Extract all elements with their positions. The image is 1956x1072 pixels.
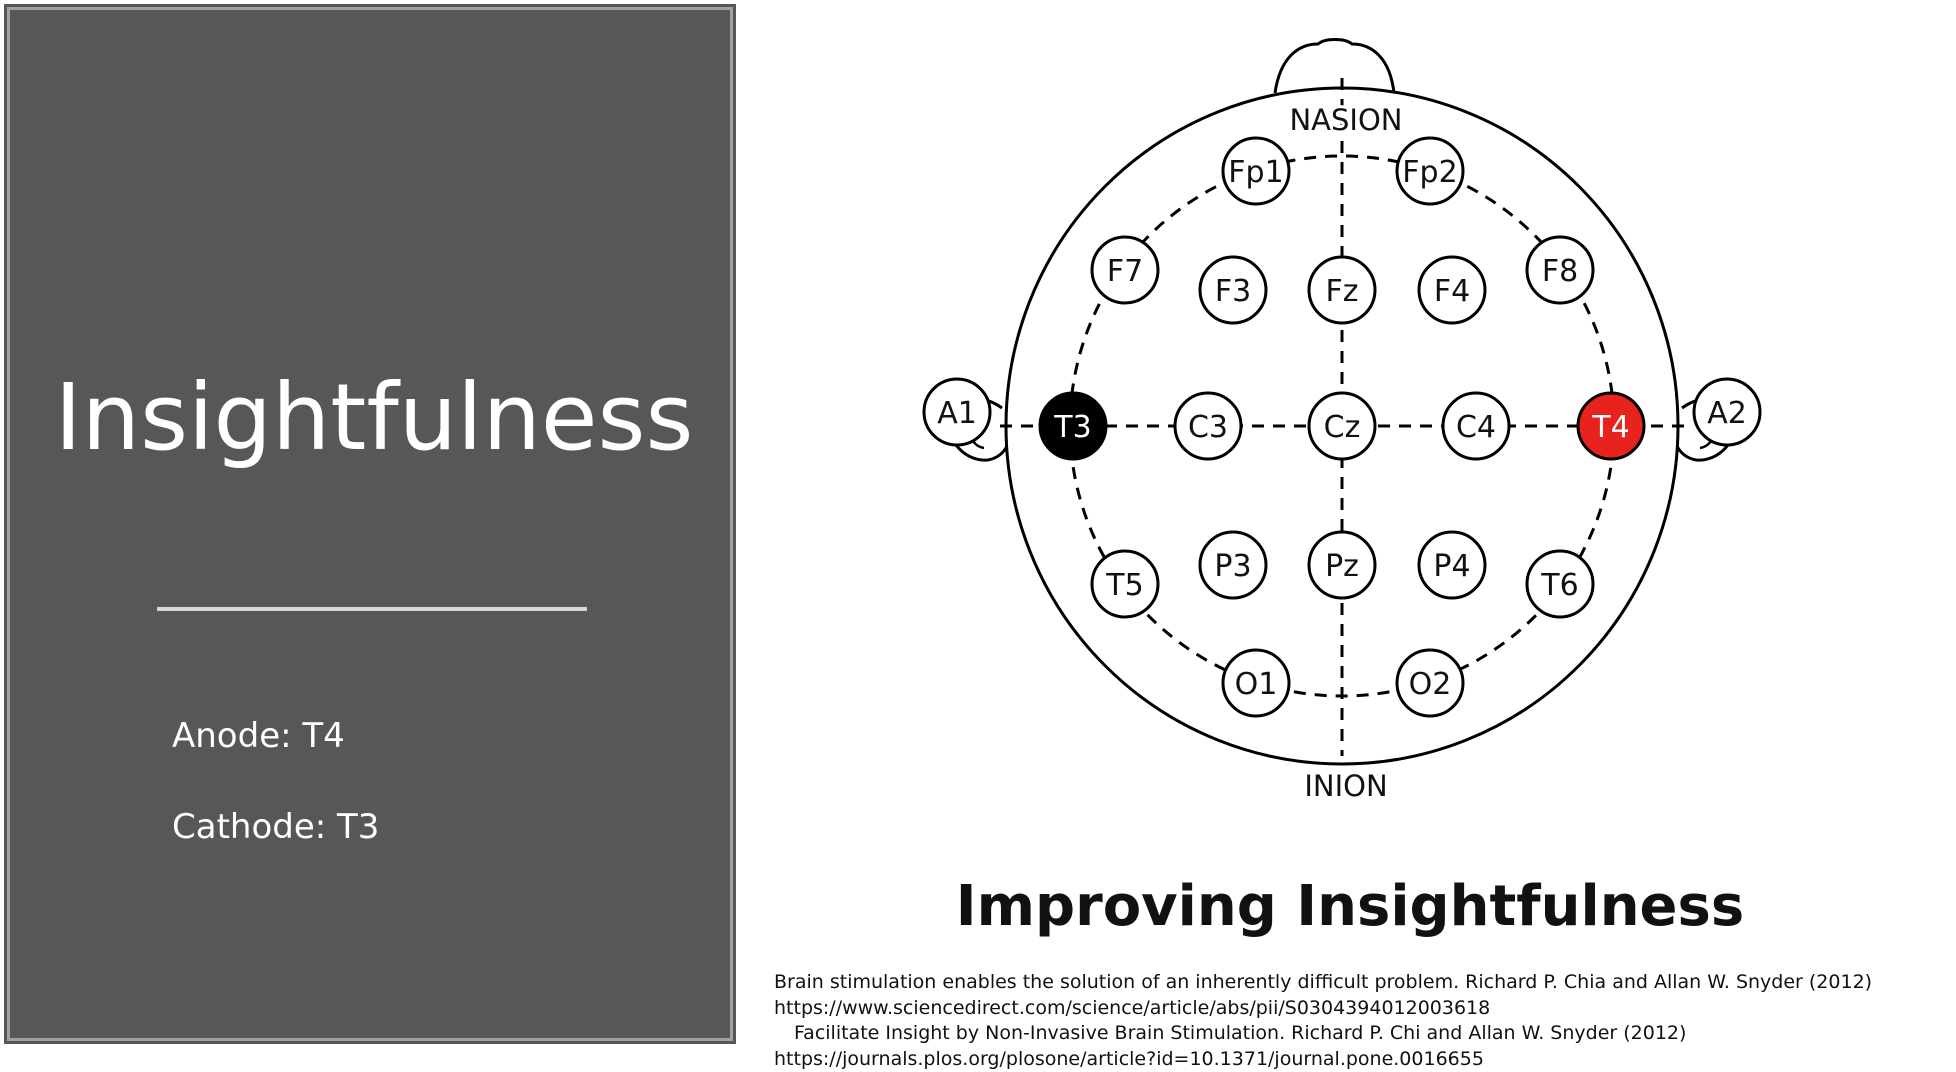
electrode-f4-label: F4 <box>1434 274 1470 309</box>
electrode-pz: Pz <box>1307 530 1377 600</box>
anode-text: Anode: T4 <box>172 716 345 756</box>
electrode-fz: Fz <box>1307 255 1377 325</box>
electrode-o1-label: O1 <box>1235 667 1278 702</box>
electrode-fp2-label: Fp2 <box>1402 155 1457 190</box>
electrode-f8-circle <box>1525 235 1595 305</box>
electrode-c3-label: C3 <box>1188 410 1228 445</box>
electrode-t3: T3 <box>1038 391 1108 461</box>
electrode-c3-circle <box>1173 391 1243 461</box>
electrode-f7-circle <box>1090 235 1160 305</box>
title-panel: Insightfulness Anode: T4 Cathode: T3 <box>0 0 740 1048</box>
electrode-fp2: Fp2 <box>1395 136 1465 206</box>
electrode-o2-circle <box>1395 648 1465 718</box>
electrode-t5-label: T5 <box>1105 568 1143 603</box>
electrode-t6: T6 <box>1525 549 1595 619</box>
electrode-c4: C4 <box>1441 391 1511 461</box>
electrode-fp1-circle <box>1221 136 1291 206</box>
electrode-f4: F4 <box>1417 255 1487 325</box>
electrode-f4-circle <box>1417 255 1487 325</box>
reference-2-title: Facilitate Insight by Non-Invasive Brain… <box>794 1022 1687 1044</box>
electrode-p4: P4 <box>1417 530 1487 600</box>
electrode-c4-label: C4 <box>1456 410 1496 445</box>
electrode-fp1: Fp1 <box>1221 136 1291 206</box>
electrode-o2-label: O2 <box>1409 667 1452 702</box>
electrode-p4-label: P4 <box>1433 549 1470 584</box>
electrode-fz-circle <box>1307 255 1377 325</box>
cathode-text: Cathode: T3 <box>172 807 380 847</box>
electrode-o1-circle <box>1221 648 1291 718</box>
electrode-a2-label: A2 <box>1707 396 1747 431</box>
electrode-p4-circle <box>1417 530 1487 600</box>
electrode-f8-label: F8 <box>1542 254 1578 289</box>
electrode-o2: O2 <box>1395 648 1465 718</box>
electrode-fp2-circle <box>1395 136 1465 206</box>
electrode-p3-label: P3 <box>1214 549 1251 584</box>
inion-label: INION <box>1304 769 1387 803</box>
nasion-label: NASION <box>1289 103 1402 137</box>
electrode-f7: F7 <box>1090 235 1160 305</box>
electrode-o1: O1 <box>1221 648 1291 718</box>
electrode-t5-circle <box>1090 549 1160 619</box>
electrode-f3-label: F3 <box>1215 274 1251 309</box>
electrode-pz-circle <box>1307 530 1377 600</box>
electrode-t5: T5 <box>1090 549 1160 619</box>
electrode-c4-circle <box>1441 391 1511 461</box>
electrode-t4: T4 <box>1576 391 1646 461</box>
electrode-cz-label: Cz <box>1324 410 1361 445</box>
electrode-t3-circle <box>1038 391 1108 461</box>
electrode-fp1-label: Fp1 <box>1228 155 1283 190</box>
electrode-fz-label: Fz <box>1325 274 1358 309</box>
electrode-a2: A2 <box>1692 377 1762 447</box>
electrode-f8: F8 <box>1525 235 1595 305</box>
electrode-a1-label: A1 <box>937 396 977 431</box>
reference-2-url[interactable]: https://journals.plos.org/plosone/articl… <box>774 1047 1484 1070</box>
reference-1-url[interactable]: https://www.sciencedirect.com/science/ar… <box>774 996 1491 1019</box>
electrode-t3-label: T3 <box>1053 410 1091 445</box>
electrode-p3-circle <box>1198 530 1268 600</box>
electrode-f7-label: F7 <box>1107 254 1143 289</box>
electrode-pz-label: Pz <box>1325 549 1359 584</box>
title-divider <box>157 607 587 611</box>
electrode-cz: Cz <box>1307 391 1377 461</box>
electrode-t4-circle <box>1576 391 1646 461</box>
electrode-cz-circle <box>1307 391 1377 461</box>
electrode-f3-circle <box>1198 255 1268 325</box>
reference-1-title: Brain stimulation enables the solution o… <box>774 971 1873 993</box>
diagram-title: Improving Insightfulness <box>955 874 1745 939</box>
panel-title: Insightfulness <box>54 364 694 471</box>
nose-outline <box>1273 38 1396 94</box>
electrode-t6-label: T6 <box>1540 568 1578 603</box>
electrode-p3: P3 <box>1198 530 1268 600</box>
electrode-f3: F3 <box>1198 255 1268 325</box>
references: Brain stimulation enables the solution o… <box>774 970 1934 1072</box>
electrode-c3: C3 <box>1173 391 1243 461</box>
electrode-t4-label: T4 <box>1591 410 1629 445</box>
electrode-a1: A1 <box>922 377 992 447</box>
electrode-a1-circle <box>922 377 992 447</box>
electrode-a2-circle <box>1692 377 1762 447</box>
electrode-t6-circle <box>1525 549 1595 619</box>
